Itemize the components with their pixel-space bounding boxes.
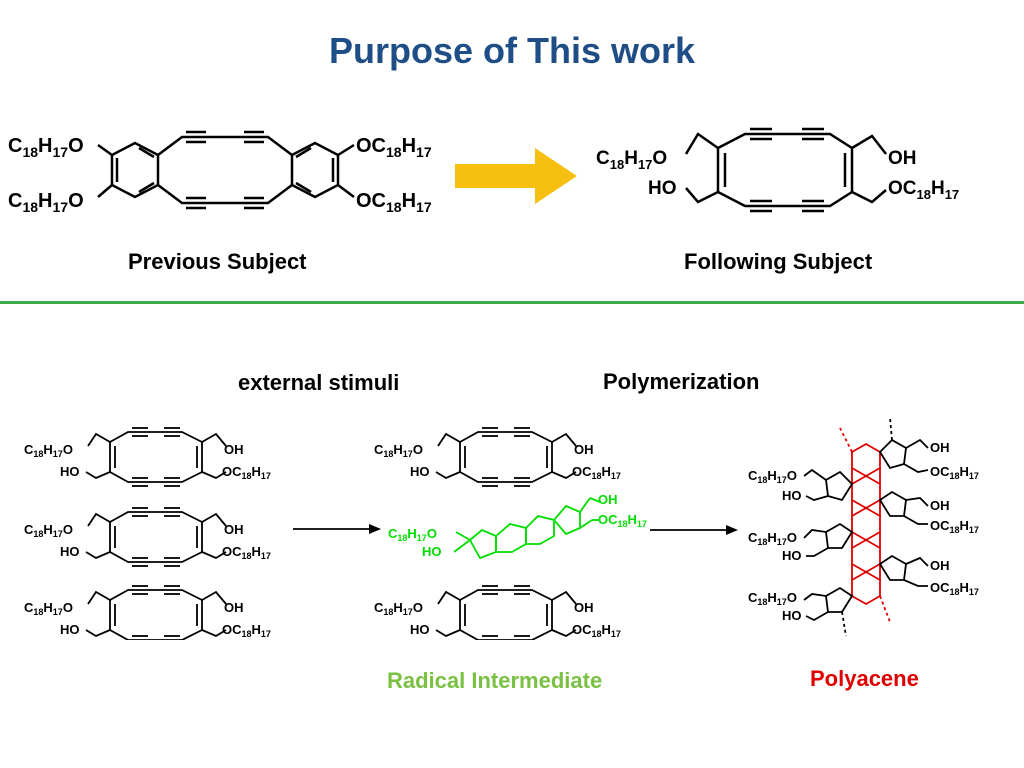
external-stimuli-label: external stimuli	[238, 370, 400, 395]
svg-text:OH: OH	[930, 440, 950, 455]
svg-text:C18H17O: C18H17O	[748, 468, 797, 485]
yellow-arrow-icon	[455, 148, 577, 204]
previous-subject-structure: C18H17O C18H17O OC18H17 OC18H17	[8, 130, 432, 215]
svg-text:OC18H17: OC18H17	[356, 190, 432, 215]
section-divider	[0, 301, 1024, 304]
svg-text:OC18H17: OC18H17	[888, 178, 959, 202]
svg-text:HO: HO	[648, 178, 677, 199]
radical-intermediate-structure: C18H17O HO OH OC18H17	[373, 427, 647, 640]
svg-text:C18H17O: C18H17O	[8, 135, 84, 160]
svg-text:C18H17O: C18H17O	[8, 190, 84, 215]
reaction-arrow-icon-2	[650, 525, 738, 535]
svg-text:OH: OH	[598, 492, 618, 507]
svg-text:C18H17O: C18H17O	[748, 590, 797, 607]
svg-text:HO: HO	[422, 544, 442, 559]
polymerization-label: Polymerization	[603, 369, 760, 394]
svg-text:HO: HO	[782, 608, 802, 623]
polyacene-structure: OH OC18H17 OH OC18H17 OH OC18H17 C18H17O…	[748, 417, 979, 637]
svg-text:OH: OH	[930, 498, 950, 513]
following-subject-label: Following Subject	[684, 249, 873, 274]
svg-text:OC18H17: OC18H17	[598, 512, 647, 529]
svg-text:C18H17O: C18H17O	[596, 148, 667, 172]
svg-text:OH: OH	[930, 558, 950, 573]
svg-text:OC18H17: OC18H17	[930, 464, 979, 481]
following-subject-structure: C18H17O HO OH OC18H17	[596, 127, 959, 213]
slide-title: Purpose of This work	[328, 30, 696, 71]
svg-text:OC18H17: OC18H17	[930, 518, 979, 535]
monomer-stack-left: C18H17O HO OH OC18H17	[23, 427, 272, 640]
svg-text:C18H17O: C18H17O	[388, 526, 437, 543]
svg-text:C18H17O: C18H17O	[748, 530, 797, 547]
svg-text:OC18H17: OC18H17	[930, 580, 979, 597]
svg-text:HO: HO	[782, 548, 802, 563]
previous-subject-label: Previous Subject	[128, 249, 307, 274]
svg-text:HO: HO	[782, 488, 802, 503]
svg-text:OC18H17: OC18H17	[356, 135, 432, 160]
svg-text:OH: OH	[888, 148, 917, 169]
reaction-arrow-icon	[293, 524, 381, 534]
polyacene-label: Polyacene	[810, 666, 919, 691]
radical-intermediate-label: Radical Intermediate	[387, 668, 603, 693]
